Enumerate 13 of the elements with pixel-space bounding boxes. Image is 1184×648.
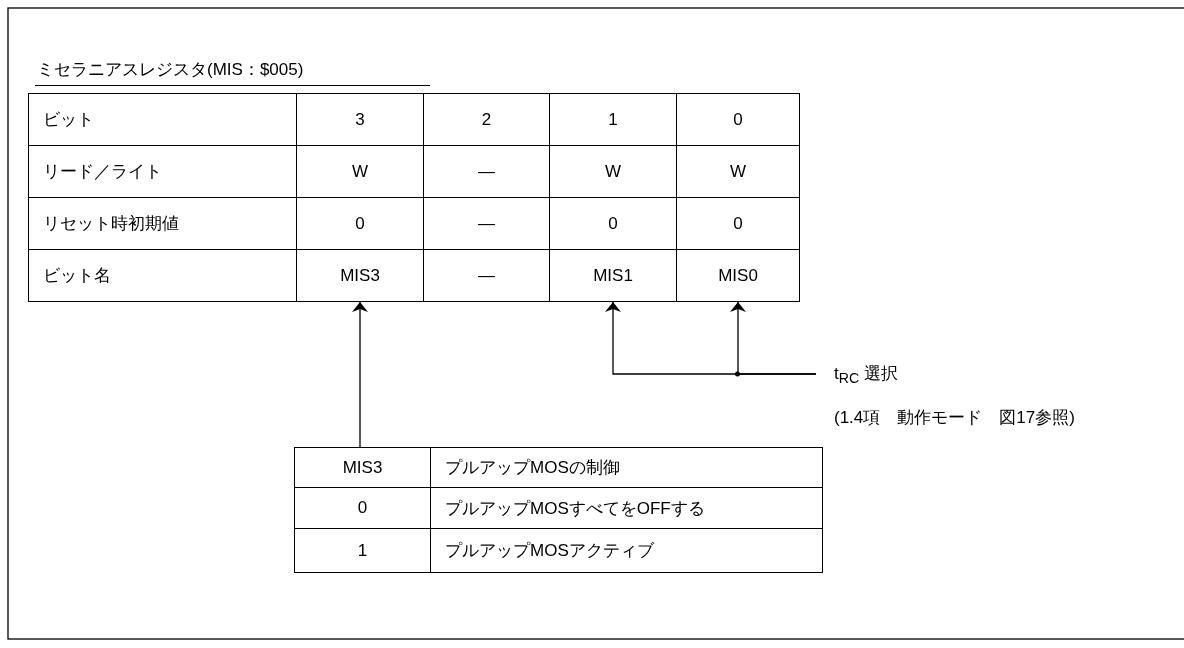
table-cell: 0 (676, 93, 800, 146)
select-label: t$_{RC}$ 選択 (834, 363, 898, 390)
table-cell: ビット名 (28, 249, 297, 302)
reference-note: (1.4項 動作モード 図17参照) (834, 407, 1075, 429)
table-cell: 1 (294, 528, 431, 573)
table-cell: MIS3 (294, 447, 431, 488)
table-title: ミセラニアスレジスタ(MIS：$005) (35, 58, 430, 86)
table-cell: プルアップMOSアクティブ (430, 528, 823, 573)
arrow (730, 301, 817, 375)
arrow (352, 301, 368, 448)
table-cell: ビット (28, 93, 297, 146)
table-cell: プルアップMOSの制御 (430, 447, 823, 488)
table-cell: MIS0 (676, 249, 800, 302)
